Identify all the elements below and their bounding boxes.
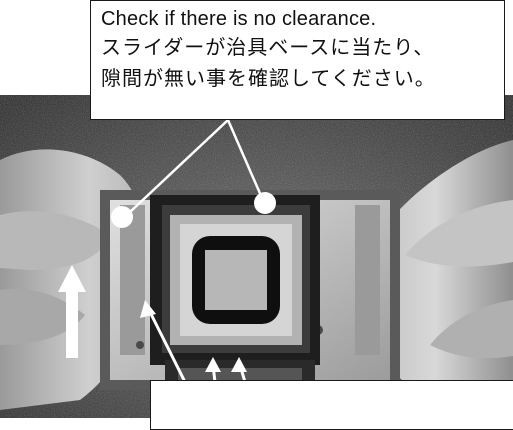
bottom-callout-box <box>150 380 513 430</box>
sensor-module <box>150 195 320 365</box>
clearance-check-callout: Check if there is no clearance. スライダーが治具… <box>90 0 505 120</box>
bottom-callout-arrows <box>140 300 247 383</box>
push-direction-arrow <box>58 265 86 358</box>
top-callout-leaders <box>129 119 264 213</box>
callout-line-japanese-2: 隙間が無い事を確認してください。 <box>101 66 436 90</box>
callout-line-japanese-1: スライダーが治具ベースに当たり、 <box>101 35 435 59</box>
contact-point-right <box>254 192 276 214</box>
contact-markers <box>111 192 276 228</box>
assembly-photo <box>0 95 513 418</box>
contact-point-left <box>111 206 133 228</box>
callout-line-english: Check if there is no clearance. <box>101 8 377 30</box>
